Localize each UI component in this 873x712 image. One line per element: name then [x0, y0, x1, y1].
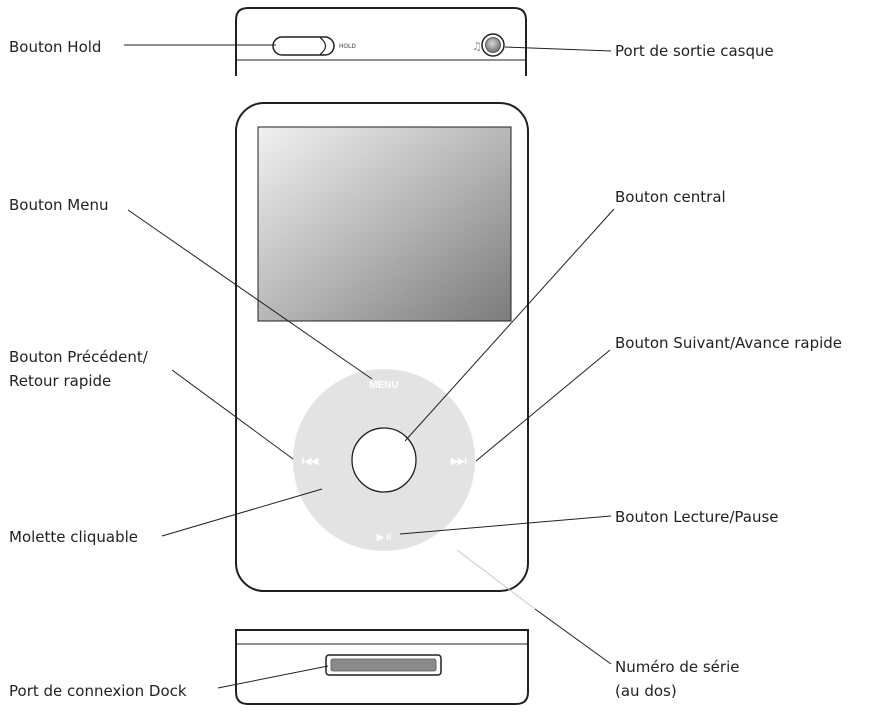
leader-serial-back — [456, 549, 536, 610]
play-pause-icon[interactable]: ▶ II — [376, 532, 391, 542]
label-play-pause: Bouton Lecture/Pause — [615, 508, 779, 526]
label-serial-line2: (au dos) — [615, 682, 677, 700]
leader-previous — [171, 369, 294, 460]
center-button[interactable] — [351, 427, 417, 493]
label-menu-button: Bouton Menu — [9, 196, 109, 214]
bottom-edge-view — [235, 629, 529, 705]
label-next-button: Bouton Suivant/Avance rapide — [615, 334, 842, 352]
top-edge-outline — [235, 7, 527, 76]
callout-labels: Bouton Hold Port de sortie casque Bouton… — [9, 38, 842, 700]
label-click-wheel: Molette cliquable — [9, 528, 138, 546]
leader-wheel — [161, 488, 323, 537]
menu-button[interactable]: MENU — [369, 380, 398, 391]
leader-serial — [534, 608, 612, 665]
leader-lines — [124, 44, 615, 689]
top-edge-view: HOLD ♫ — [235, 7, 527, 76]
hold-switch[interactable] — [272, 36, 335, 56]
headphone-icon: ♫ — [472, 40, 482, 53]
previous-rewind-icon[interactable]: I◀◀ — [302, 456, 319, 466]
front-view: MENU I◀◀ ▶▶I ▶ II — [235, 102, 529, 592]
label-previous-line1: Bouton Précédent/ — [9, 348, 149, 366]
hold-switch-slider — [319, 37, 327, 55]
dock-connector-inner — [330, 658, 437, 672]
label-previous-line2: Retour rapide — [9, 372, 111, 390]
hold-engraving: HOLD — [339, 44, 357, 50]
label-hold-button: Bouton Hold — [9, 38, 101, 56]
next-fastforward-icon[interactable]: ▶▶I — [450, 456, 467, 466]
label-center-button: Bouton central — [615, 188, 726, 206]
leader-center — [404, 208, 615, 442]
leader-dock — [217, 665, 329, 689]
leader-play — [399, 515, 612, 535]
screen — [257, 126, 512, 322]
label-dock-port: Port de connexion Dock — [9, 682, 187, 700]
label-headphone-port: Port de sortie casque — [615, 42, 774, 60]
leader-headphone — [504, 46, 612, 52]
label-serial-line1: Numéro de série — [615, 658, 739, 676]
headphone-jack-inner — [485, 37, 501, 53]
leader-menu — [127, 209, 373, 380]
leader-next — [475, 349, 611, 462]
